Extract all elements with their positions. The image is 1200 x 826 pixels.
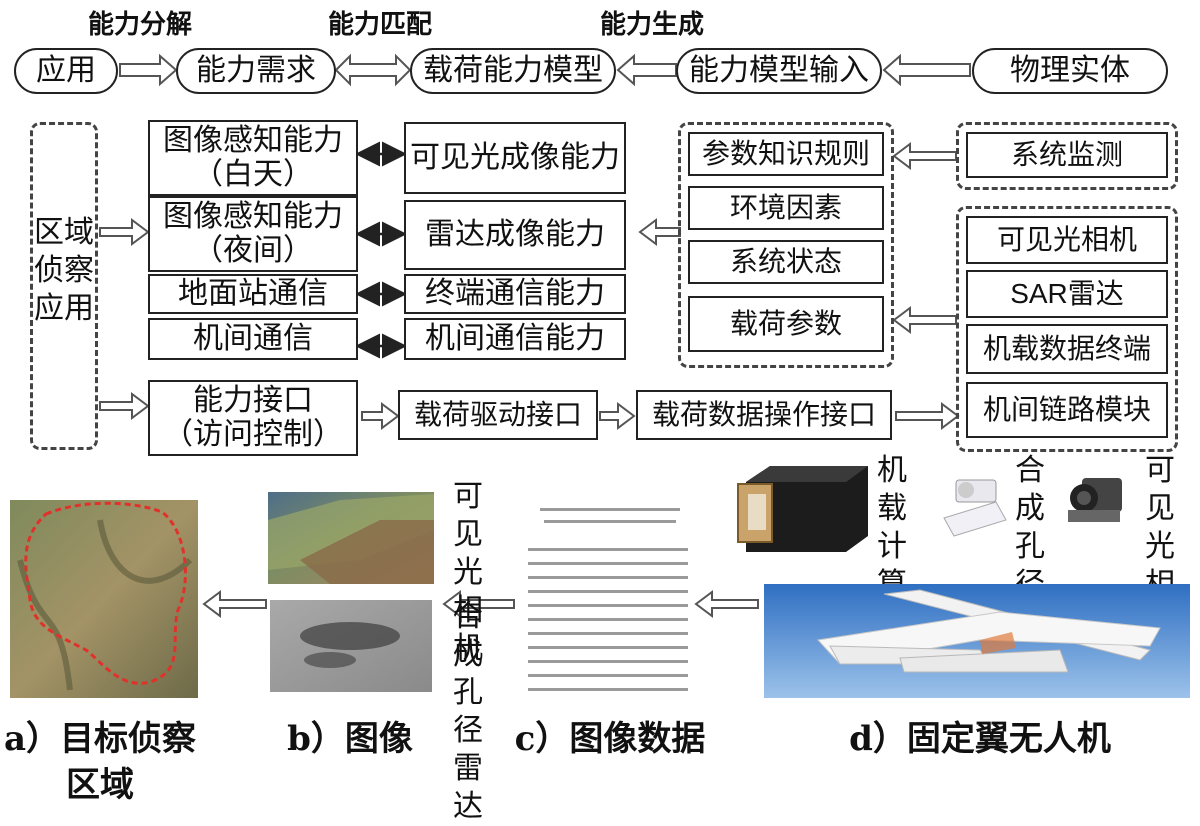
payload-radar: 雷达成像能力 xyxy=(404,200,626,270)
node-application-top: 应用 xyxy=(14,48,118,94)
caption-a: a）目标侦察 区域 xyxy=(3,719,197,805)
input-system-state: 系统状态 xyxy=(688,240,884,284)
visible-camera-image xyxy=(1068,478,1122,522)
node-payload-model: 载荷能力模型 xyxy=(410,48,616,94)
arrow-interface-to-driver xyxy=(361,402,400,430)
sensing-ground-comm: 地面站通信 xyxy=(148,274,358,314)
application-label: 区域 侦察 应用 xyxy=(34,215,94,326)
airborne-computer-image xyxy=(737,466,868,552)
target-area-image xyxy=(10,500,198,698)
device-group xyxy=(956,206,1178,452)
node-physical-entity: 物理实体 xyxy=(972,48,1168,94)
node-capability-demand: 能力需求 xyxy=(176,48,336,94)
model-input-group xyxy=(678,122,894,368)
payload-visible: 可见光成像能力 xyxy=(404,122,626,194)
sensing-day: 图像感知能力 （白天） xyxy=(148,120,358,196)
uav-image xyxy=(764,584,1190,698)
arrow-entity-to-input xyxy=(882,53,971,87)
device-visible-camera: 可见光相机 xyxy=(966,216,1168,264)
visible-image xyxy=(268,492,434,584)
payload-driver-interface: 载荷驱动接口 xyxy=(398,390,598,440)
label-match: 能力匹配 xyxy=(328,10,433,40)
label-generate: 能力生成 xyxy=(600,10,705,40)
payload-inter: 机间通信能力 xyxy=(404,318,626,360)
sar-radar-image xyxy=(943,479,1007,537)
application-group xyxy=(30,122,98,450)
arrow-data-to-devices xyxy=(895,402,960,430)
input-payload-params: 载荷参数 xyxy=(688,296,884,352)
device-data-terminal: 机载数据终端 xyxy=(966,324,1168,374)
node-model-input: 能力模型输入 xyxy=(676,48,882,94)
arrow-driver-to-data xyxy=(599,402,636,430)
arrow-app-to-sensing xyxy=(99,218,150,246)
sensing-night: 图像感知能力 （夜间） xyxy=(148,196,358,272)
system-monitoring: 系统监测 xyxy=(966,132,1168,178)
caption-c: c）图像数据 xyxy=(514,719,706,759)
device-sar-radar: SAR雷达 xyxy=(966,270,1168,318)
device-link-module: 机间链路模块 xyxy=(966,382,1168,438)
capability-interface: 能力接口 （访问控制） xyxy=(148,380,358,456)
arrow-images-to-area xyxy=(202,590,267,618)
label-decompose: 能力分解 xyxy=(88,10,193,40)
image-data-grid xyxy=(528,508,688,691)
sensing-inter-comm: 机间通信 xyxy=(148,318,358,360)
monitor-group xyxy=(956,122,1178,190)
image-label-sar: 合成 孔径 雷达 xyxy=(453,599,483,824)
payload-terminal: 终端通信能力 xyxy=(404,274,626,314)
sar-image xyxy=(270,600,432,692)
payload-data-interface: 载荷数据操作接口 xyxy=(636,390,892,440)
input-knowledge-rules: 参数知识规则 xyxy=(688,132,884,176)
image-label-visible: 可见 光相 机 xyxy=(453,479,483,666)
caption-b: b）图像 xyxy=(287,719,413,759)
arrow-app-to-interface xyxy=(99,392,150,420)
target-boundary xyxy=(24,501,187,685)
arrow-data-to-images xyxy=(442,590,515,618)
input-environment: 环境因素 xyxy=(688,186,884,230)
caption-d: d）固定翼无人机 xyxy=(849,719,1111,759)
arrow-app-to-demand xyxy=(119,53,178,87)
arrow-uav-to-data xyxy=(694,590,759,618)
